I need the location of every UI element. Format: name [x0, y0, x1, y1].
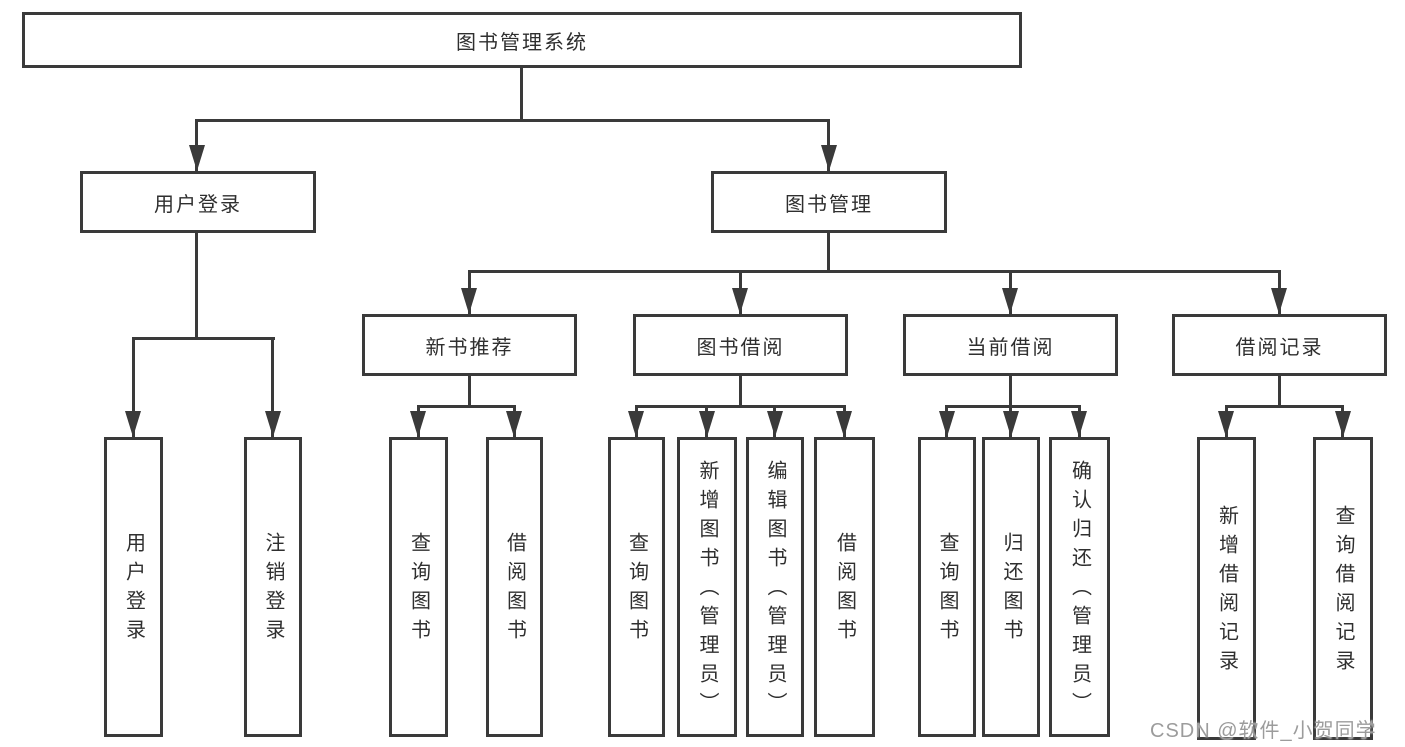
arrow-down-icon	[836, 411, 852, 437]
node-book-management: 图书管理	[711, 171, 947, 233]
leaf-query-borrow-record: 查询借阅记录	[1313, 437, 1373, 740]
arrow-down-icon	[265, 411, 281, 437]
leaf-user-login: 用户登录	[104, 437, 163, 737]
leaf-logout: 注销登录	[244, 437, 302, 737]
arrow-down-icon	[1271, 288, 1287, 314]
node-current-borrow: 当前借阅	[903, 314, 1118, 376]
leaf-query-books-current: 查询图书	[918, 437, 976, 737]
arrow-down-icon	[1335, 411, 1351, 437]
leaf-query-books-borrow: 查询图书	[608, 437, 665, 737]
leaf-confirm-return-admin: 确认归还（管理员）	[1049, 437, 1110, 737]
leaf-borrow-books-recommend: 借阅图书	[486, 437, 543, 737]
leaf-edit-book-admin: 编辑图书（管理员）	[746, 437, 804, 737]
arrow-down-icon	[461, 288, 477, 314]
connector-line	[1009, 376, 1012, 407]
connector-line	[635, 405, 846, 408]
arrow-down-icon	[1071, 411, 1087, 437]
connector-line	[739, 376, 742, 407]
arrow-down-icon	[506, 411, 522, 437]
leaf-add-book-admin: 新增图书（管理员）	[677, 437, 737, 737]
arrow-down-icon	[1003, 411, 1019, 437]
connector-line	[196, 119, 830, 122]
leaf-borrow-books-borrow: 借阅图书	[814, 437, 875, 737]
connector-line	[1225, 405, 1344, 408]
arrow-down-icon	[821, 145, 837, 171]
arrow-down-icon	[1218, 411, 1234, 437]
connector-line	[468, 376, 471, 407]
connector-line	[1278, 376, 1281, 407]
node-new-book-recommend: 新书推荐	[362, 314, 577, 376]
connector-line	[132, 337, 275, 340]
connector-line	[468, 270, 1281, 273]
connector-line	[417, 405, 516, 408]
watermark: CSDN @软件_小贺同学	[1150, 720, 1377, 742]
node-root: 图书管理系统	[22, 12, 1022, 68]
connector-line	[271, 337, 274, 437]
connector-line	[827, 233, 830, 273]
arrow-down-icon	[767, 411, 783, 437]
leaf-query-books-recommend: 查询图书	[389, 437, 448, 737]
arrow-down-icon	[732, 288, 748, 314]
arrow-down-icon	[939, 411, 955, 437]
arrow-down-icon	[125, 411, 141, 437]
arrow-down-icon	[628, 411, 644, 437]
arrow-down-icon	[1002, 288, 1018, 314]
connector-line	[945, 405, 1081, 408]
arrow-down-icon	[410, 411, 426, 437]
node-borrow-records: 借阅记录	[1172, 314, 1387, 376]
leaf-return-books: 归还图书	[982, 437, 1040, 737]
leaf-add-borrow-record: 新增借阅记录	[1197, 437, 1256, 740]
arrow-down-icon	[699, 411, 715, 437]
node-book-borrow: 图书借阅	[633, 314, 848, 376]
connector-line	[520, 68, 523, 122]
arrow-down-icon	[189, 145, 205, 171]
connector-line	[132, 337, 135, 437]
connector-line	[195, 233, 198, 340]
node-user-login: 用户登录	[80, 171, 316, 233]
